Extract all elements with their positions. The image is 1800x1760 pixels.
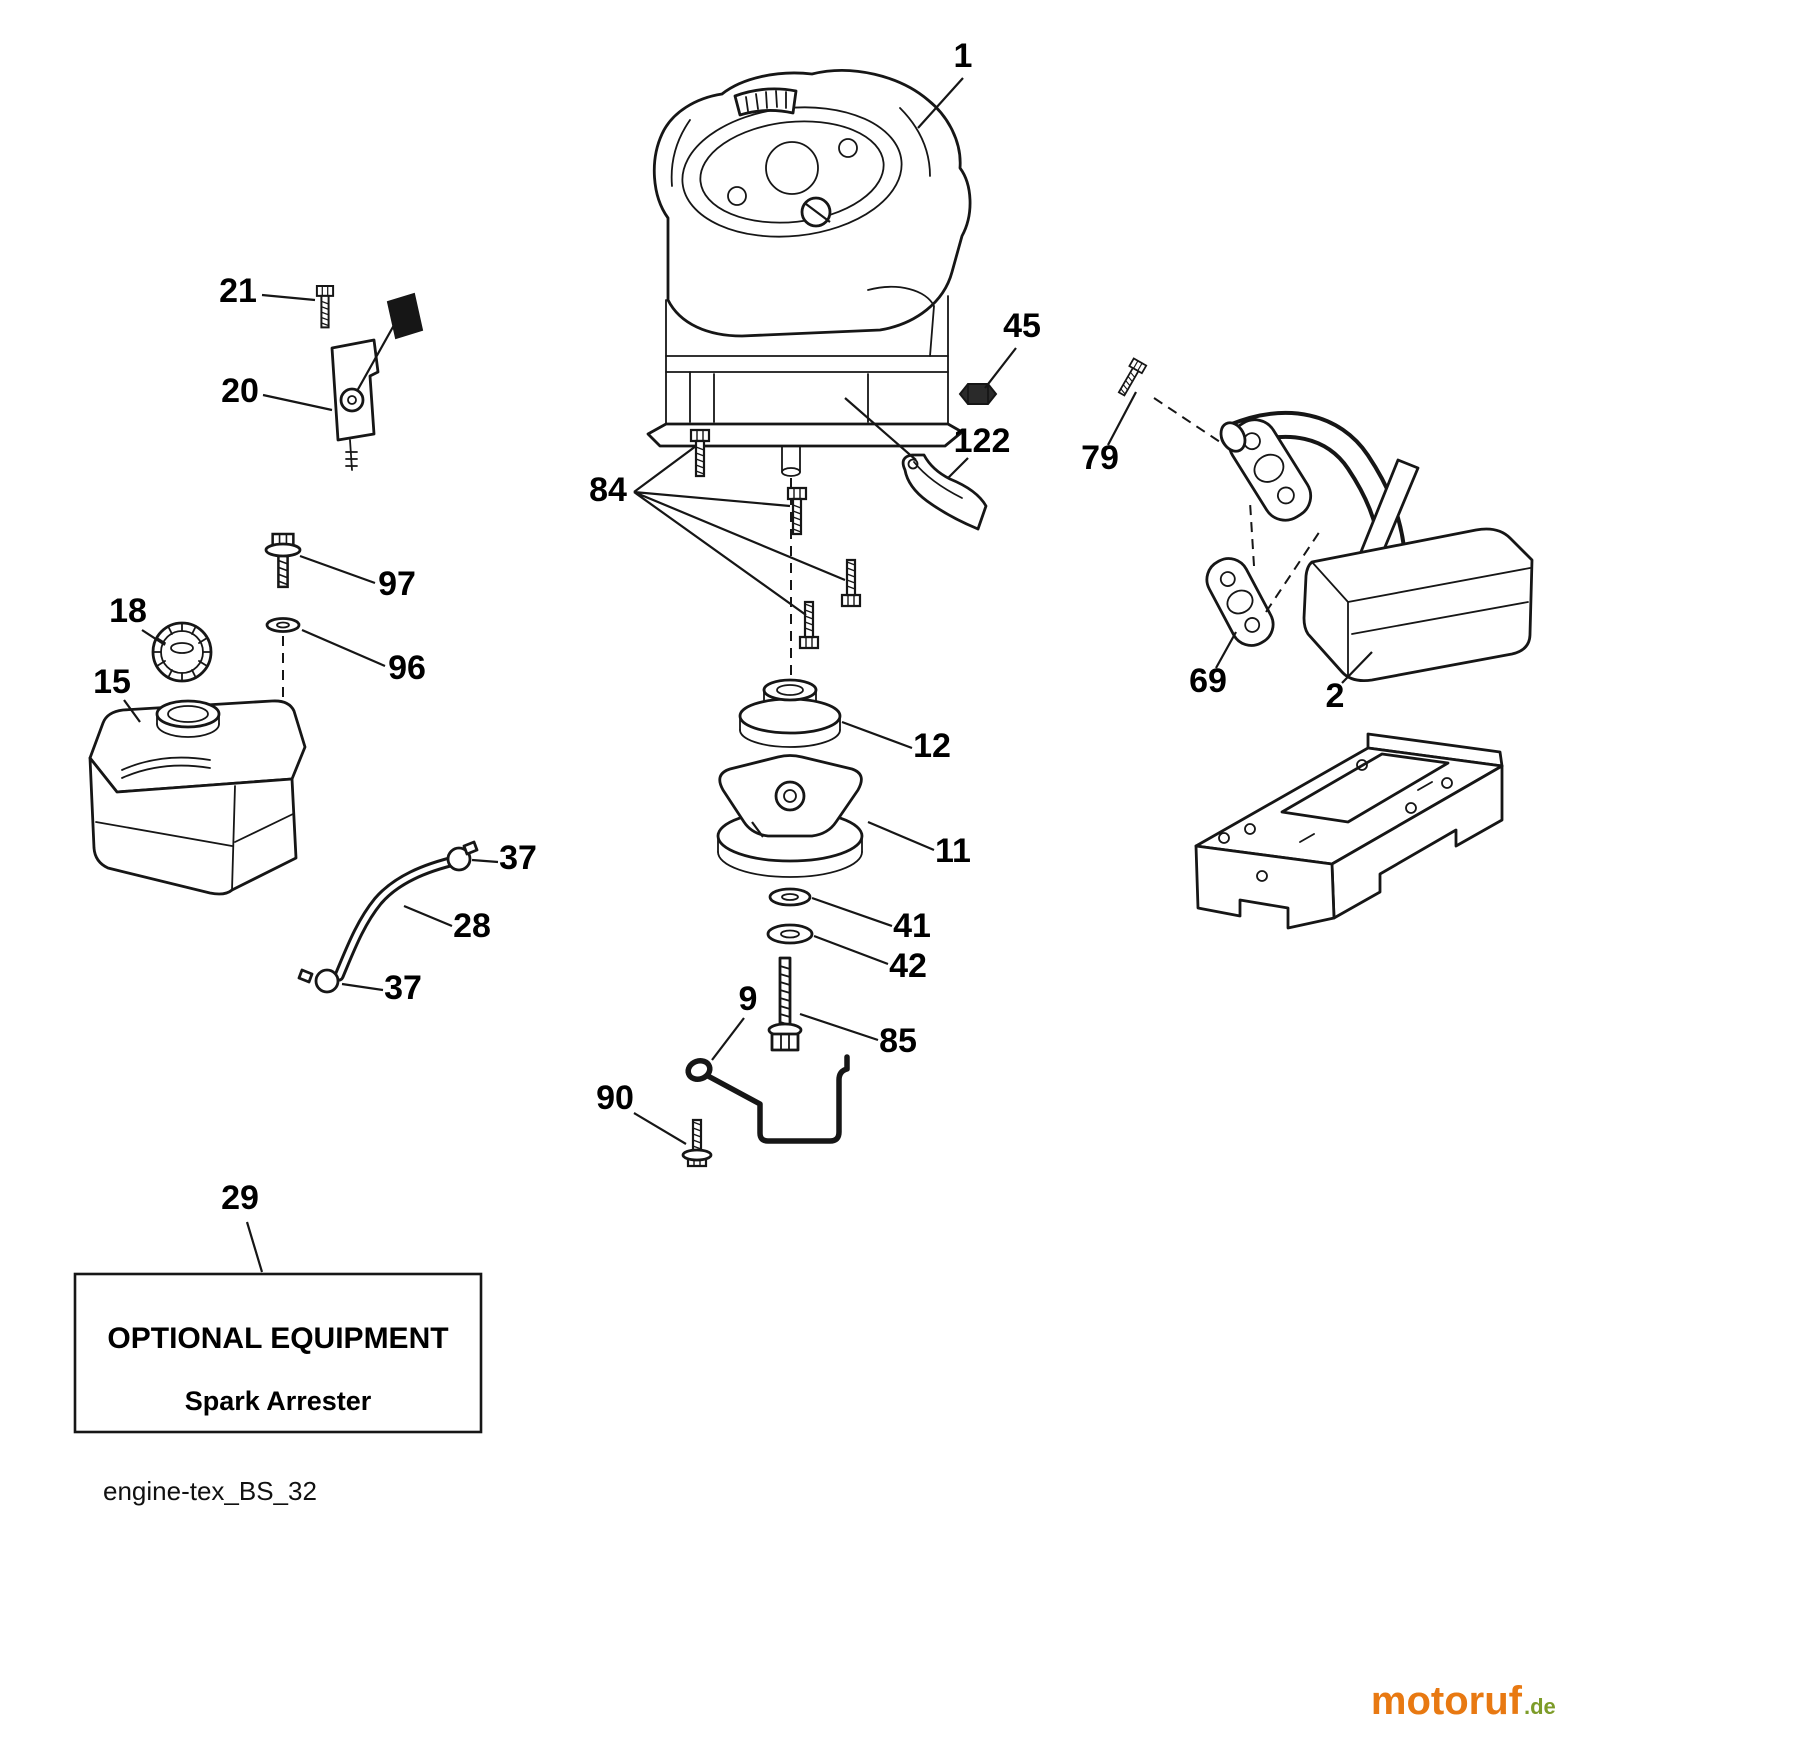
clutch-illustration — [716, 754, 864, 878]
part-label-28: 28 — [453, 907, 491, 945]
part-label-12: 12 — [913, 727, 951, 765]
motoruf-logo-brand[interactable]: motoruf — [1371, 1679, 1523, 1723]
part-label-97: 97 — [378, 565, 416, 603]
part-label-69: 69 — [1189, 662, 1227, 700]
part-label-18: 18 — [109, 592, 147, 630]
part-label-45: 45 — [1003, 307, 1041, 345]
throttle-control-illustration — [315, 285, 424, 471]
part-label-85: 85 — [879, 1022, 917, 1060]
part-label-84: 84 — [589, 471, 627, 509]
part-label-42: 42 — [889, 947, 927, 985]
hose-clamp-lower-illustration — [297, 968, 340, 994]
gasket-illustration — [1205, 557, 1275, 647]
washer-96-illustration — [265, 617, 301, 796]
part-label-21: 21 — [219, 272, 257, 310]
fuel-cap-illustration — [151, 621, 213, 683]
diagram-code: engine-tex_BS_32 — [103, 1476, 317, 1506]
washer-41-illustration — [768, 887, 812, 907]
engine-illustration — [646, 69, 972, 477]
optional-equipment-box: OPTIONAL EQUIPMENT Spark Arrester — [73, 1272, 483, 1434]
fuel-tank-illustration — [88, 699, 307, 896]
part-label-2: 2 — [1326, 677, 1345, 715]
optional-equipment-title: OPTIONAL EQUIPMENT — [107, 1322, 448, 1355]
exhaust-bolt-illustration — [1114, 357, 1148, 399]
mounting-plate-illustration — [1194, 732, 1504, 930]
washer-42-illustration — [766, 923, 814, 945]
bolt-90-illustration — [681, 1118, 713, 1168]
leader-lines — [123, 77, 1373, 1273]
part-label-96: 96 — [388, 649, 426, 687]
nut-45-illustration — [958, 383, 998, 405]
part-label-29: 29 — [221, 1179, 259, 1217]
gasket-dashed-lines — [1249, 501, 1323, 613]
part-label-90: 90 — [596, 1079, 634, 1117]
part-label-11: 11 — [935, 832, 971, 870]
motoruf-logo[interactable]: motoruf .de — [1371, 1679, 1556, 1723]
muffler-illustration — [1302, 458, 1534, 683]
motoruf-logo-tld[interactable]: .de — [1524, 1694, 1556, 1719]
hose-clamp-upper-illustration — [446, 840, 479, 872]
fuel-hose-illustration — [333, 854, 464, 982]
bracket-122-pointer-line — [844, 397, 917, 461]
part-label-9: 9 — [739, 980, 758, 1018]
optional-equipment-subtitle: Spark Arrester — [185, 1386, 372, 1416]
part-label-15: 15 — [93, 663, 131, 701]
pulley-illustration — [738, 678, 842, 748]
bracket-122-illustration — [901, 453, 988, 531]
part-label-79: 79 — [1081, 439, 1119, 477]
part-label-20: 20 — [221, 372, 259, 410]
part-label-37-upper: 37 — [499, 839, 537, 877]
exhaust-pipe-illustration — [1219, 411, 1406, 562]
tank-bolt-illustration — [264, 532, 302, 589]
part-label-41: 41 — [893, 907, 931, 945]
guard-rod-illustration — [685, 1054, 850, 1144]
part-label-1: 1 — [954, 37, 973, 75]
bolt-85-illustration — [767, 956, 803, 1052]
part-label-122: 122 — [954, 422, 1011, 460]
part-label-37-lower: 37 — [384, 969, 422, 1007]
part-labels: 1 21 20 45 122 79 84 97 18 96 15 69 2 12… — [93, 37, 1344, 1217]
engine-bolts-illustration — [689, 428, 862, 650]
